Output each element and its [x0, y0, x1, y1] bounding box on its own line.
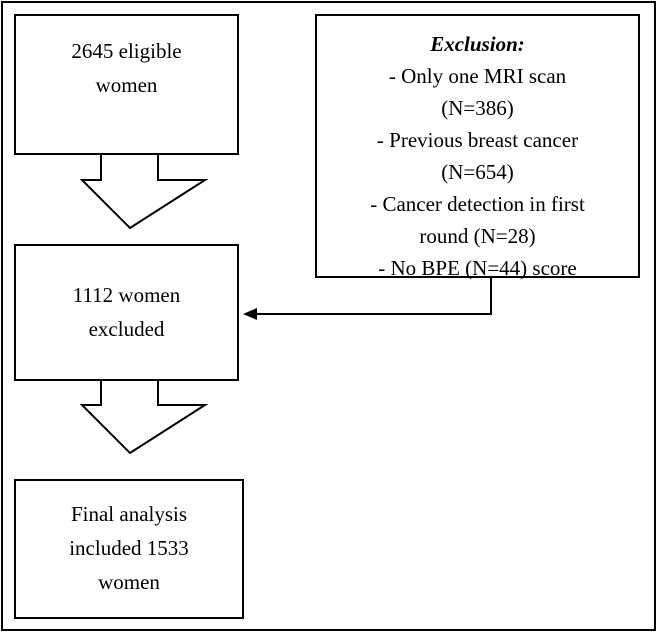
exclusion-criteria-box: Exclusion: - Only one MRI scan (N=386) -…	[315, 14, 640, 280]
excluded-women-box: 1112 women excluded	[14, 244, 239, 381]
exclusion-line-3: - Previous breast cancer	[376, 128, 579, 152]
final-analysis-box: Final analysis included 1533 women	[14, 479, 244, 619]
excluded-line-1: 1112 women	[72, 283, 181, 307]
eligible-line-1: 2645 eligible	[71, 39, 182, 63]
exclusion-line-4: (N=654)	[441, 160, 514, 184]
eligible-women-box: 2645 eligible women	[14, 14, 239, 155]
final-line-3: women	[98, 570, 160, 594]
exclusion-title: Exclusion:	[430, 32, 525, 56]
exclusion-line-1: - Only one MRI scan	[388, 64, 567, 88]
exclusion-line-5: - Cancer detection in first	[370, 192, 585, 216]
final-line-2: included 1533	[69, 536, 189, 560]
exclusion-line-6: round (N=28)	[419, 224, 536, 248]
exclusion-line-2: (N=386)	[441, 96, 514, 120]
eligible-line-2: women	[95, 73, 158, 97]
excluded-line-2: excluded	[88, 317, 165, 341]
exclusion-line-7: - No BPE (N=44) score	[378, 256, 577, 280]
final-line-1: Final analysis	[70, 502, 188, 526]
